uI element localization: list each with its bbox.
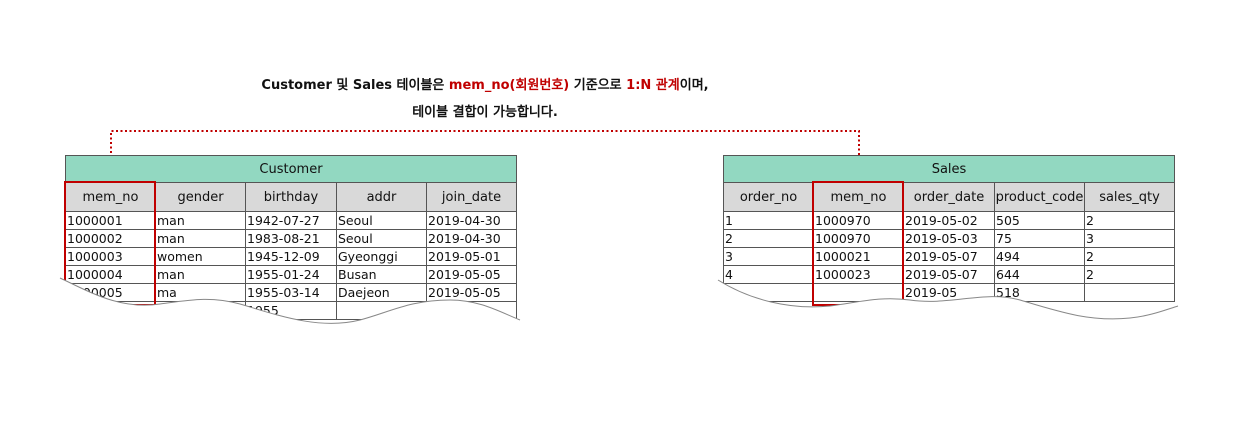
sales-cell-product_code: 505: [994, 211, 1085, 230]
customer-cell-join_date: [425, 301, 518, 320]
sales-cell-sales_qty: 3: [1083, 229, 1176, 248]
customer-cell-birthday: 1942-07-27: [245, 211, 337, 230]
customer-cell-addr: Seoul: [336, 229, 427, 248]
caption-highlight: 1:N 관계: [626, 78, 680, 93]
customer-cell-birthday: 1955-03-14: [245, 283, 337, 302]
sales-cell-order_date: 2019-05-07: [903, 247, 995, 266]
sales-cell-mem_no: [813, 283, 904, 302]
customer-cell-gender: man: [155, 211, 246, 230]
sales-cell-order_date: 2019-05-02: [903, 211, 995, 230]
customer-cell-birthday: 1983-08-21: [245, 229, 337, 248]
customer-cell-birthday: 1955-01-24: [245, 265, 337, 284]
sales-cell-order_no: 1: [723, 211, 814, 230]
customer-cell-addr: Busan: [336, 265, 427, 284]
customer-cell-addr: [336, 301, 427, 320]
customer-cell-join_date: 2019-04-30: [425, 211, 518, 230]
sales-column-header: product_code: [994, 182, 1085, 212]
sales-cell-mem_no: 1000970: [813, 229, 904, 248]
sales-cell-sales_qty: 2: [1083, 211, 1176, 230]
sales-cell-mem_no: 1000970: [813, 211, 904, 230]
customer-cell-join_date: 2019-04-30: [425, 229, 518, 248]
caption-text: Customer 및 Sales 테이블은: [261, 78, 449, 93]
customer-cell-addr: Gyeonggi: [336, 247, 427, 266]
customer-column-header: addr: [336, 182, 427, 212]
customer-cell-mem_no: 1000003: [65, 247, 156, 266]
customer-cell-gender: man: [155, 229, 246, 248]
customer-cell-birthday: 1955: [245, 301, 337, 320]
table-row: 1000006 1955: [65, 301, 518, 320]
caption-highlight: mem_no(회원번호): [448, 78, 570, 93]
sales-cell-mem_no: 1000021: [813, 247, 904, 266]
sales-cell-mem_no: 1000023: [813, 265, 904, 284]
sales-cell-product_code: 518: [994, 283, 1085, 302]
sales-cell-order_date: 2019-05: [903, 283, 995, 302]
customer-cell-mem_no: 1000006: [65, 301, 156, 320]
customer-cell-addr: Seoul: [336, 211, 427, 230]
sales-table-title: Sales: [722, 155, 1176, 183]
sales-cell-order_no: 3: [723, 247, 814, 266]
customer-cell-join_date: 2019-05-05: [425, 283, 518, 302]
customer-column-header: birthday: [245, 182, 337, 212]
customer-cell-mem_no: 1000004: [65, 265, 156, 284]
caption-line-1: Customer 및 Sales 테이블은 mem_no(회원번호) 기준으로 …: [0, 74, 970, 93]
sales-cell-product_code: 644: [994, 265, 1085, 284]
customer-table-title: Customer: [64, 155, 518, 183]
sales-cell-product_code: 494: [994, 247, 1085, 266]
sales-cell-order_no: [723, 283, 814, 302]
sales-column-header: sales_qty: [1083, 182, 1176, 212]
sales-column-header: order_date: [903, 182, 995, 212]
customer-cell-mem_no: 1000005: [65, 283, 156, 302]
sales-cell-order_date: 2019-05-03: [903, 229, 995, 248]
customer-column-header: mem_no: [65, 182, 156, 212]
caption-text: 기준으로: [569, 78, 627, 93]
sales-cell-order_no: 4: [723, 265, 814, 284]
sales-cell-product_code: 75: [994, 229, 1085, 248]
sales-cell-sales_qty: 2: [1083, 247, 1176, 266]
customer-column-header: join_date: [425, 182, 518, 212]
sales-cell-order_date: 2019-05-07: [903, 265, 995, 284]
customer-cell-addr: Daejeon: [336, 283, 427, 302]
customer-cell-gender: women: [155, 247, 246, 266]
customer-cell-mem_no: 1000001: [65, 211, 156, 230]
customer-column-header: gender: [155, 182, 246, 212]
sales-cell-sales_qty: [1083, 283, 1176, 302]
sales-cell-order_no: 2: [723, 229, 814, 248]
customer-cell-join_date: 2019-05-05: [425, 265, 518, 284]
customer-cell-gender: man: [155, 265, 246, 284]
customer-cell-birthday: 1945-12-09: [245, 247, 337, 266]
sales-column-header: mem_no: [813, 182, 904, 212]
sales-cell-sales_qty: 2: [1083, 265, 1176, 284]
caption-line-2: 테이블 결합이 가능합니다.: [412, 105, 558, 120]
sales-column-header: order_no: [723, 182, 814, 212]
customer-cell-join_date: 2019-05-01: [425, 247, 518, 266]
caption-text: 이며,: [679, 78, 709, 93]
customer-cell-mem_no: 1000002: [65, 229, 156, 248]
customer-cell-gender: [155, 301, 246, 320]
customer-cell-gender: ma: [155, 283, 246, 302]
